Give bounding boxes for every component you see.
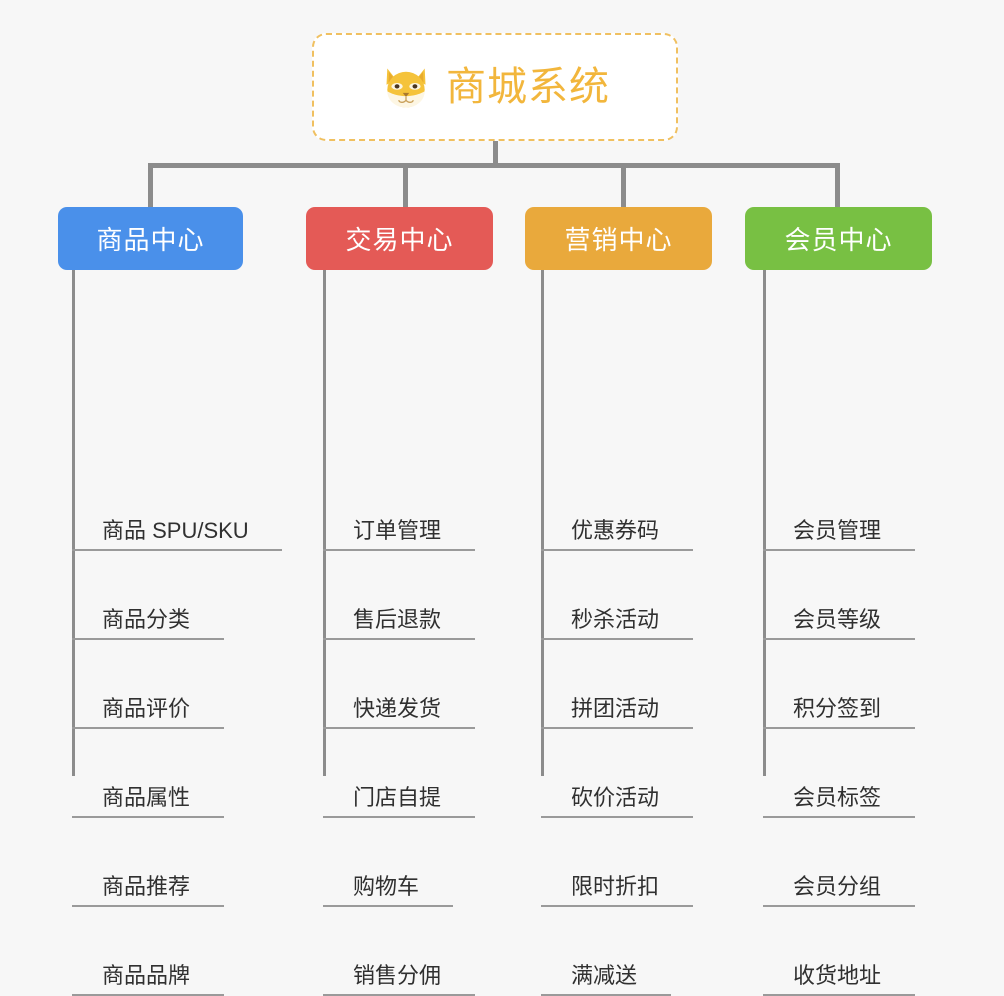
leaf-item[interactable]: 售后退款	[323, 596, 475, 640]
connector-trunk	[148, 163, 840, 168]
leaf-label: 快递发货	[353, 696, 442, 721]
branch-spine-2	[323, 270, 326, 776]
leaf-label: 购物车	[353, 874, 420, 899]
leaf-label: 满减送	[571, 963, 638, 988]
leaf-label: 商品评价	[102, 696, 191, 721]
leaf-label: 商品 SPU/SKU	[102, 518, 249, 543]
connector-drop-3	[621, 163, 626, 209]
leaf-item[interactable]: 快递发货	[323, 685, 475, 729]
leaf-item[interactable]: 会员标签	[763, 774, 915, 818]
leaf-item[interactable]: 商品评价	[72, 685, 224, 729]
leaf-label: 砍价活动	[571, 785, 660, 810]
branch-spine-3	[541, 270, 544, 776]
leaf-item[interactable]: 优惠券码	[541, 507, 693, 551]
leaf-item[interactable]: 砍价活动	[541, 774, 693, 818]
shiba-dog-face-icon	[380, 62, 432, 114]
leaf-label: 会员管理	[793, 518, 882, 543]
leaf-item[interactable]: 拼团活动	[541, 685, 693, 729]
leaf-item[interactable]: 商品属性	[72, 774, 224, 818]
leaf-label: 拼团活动	[571, 696, 660, 721]
leaf-item[interactable]: 商品分类	[72, 596, 224, 640]
leaf-item[interactable]: 限时折扣	[541, 863, 693, 907]
mindmap-canvas: 商城系统 商品中心 商品 SPU/SKU 商品分类 商品评价 商品属性 商品推荐…	[58, 33, 932, 996]
leaf-label: 会员等级	[793, 607, 882, 632]
leaf-item[interactable]: 会员等级	[763, 596, 915, 640]
leaf-label: 商品品牌	[102, 963, 191, 988]
leaf-item[interactable]: 收货地址	[763, 952, 915, 996]
leaf-label: 销售分佣	[353, 963, 442, 988]
connector-drop-2	[403, 163, 408, 209]
leaf-label: 商品推荐	[102, 874, 191, 899]
leaf-item[interactable]: 销售分佣	[323, 952, 475, 996]
leaf-item[interactable]: 订单管理	[323, 507, 475, 551]
connector-drop-1	[148, 163, 153, 209]
branch-spine-4	[763, 270, 766, 776]
leaf-label: 商品属性	[102, 785, 191, 810]
root-node[interactable]: 商城系统	[312, 33, 678, 141]
branch-label-2: 交易中心	[345, 225, 454, 255]
leaf-label: 订单管理	[353, 518, 442, 543]
leaf-label: 收货地址	[793, 963, 882, 988]
leaf-label: 商品分类	[102, 607, 191, 632]
leaf-label: 会员标签	[793, 785, 882, 810]
leaf-item[interactable]: 满减送	[541, 952, 671, 996]
leaf-label: 积分签到	[793, 696, 882, 721]
leaf-item[interactable]: 门店自提	[323, 774, 475, 818]
connector-drop-4	[835, 163, 840, 209]
branch-label-1: 商品中心	[96, 225, 205, 255]
leaf-label: 限时折扣	[571, 874, 660, 899]
leaf-item[interactable]: 商品品牌	[72, 952, 224, 996]
branch-header-1[interactable]: 商品中心	[58, 207, 243, 270]
leaf-item[interactable]: 商品 SPU/SKU	[72, 507, 282, 551]
branch-label-3: 营销中心	[564, 225, 673, 255]
leaf-item[interactable]: 积分签到	[763, 685, 915, 729]
branch-header-3[interactable]: 营销中心	[525, 207, 712, 270]
leaf-label: 售后退款	[353, 607, 442, 632]
leaf-item[interactable]: 会员分组	[763, 863, 915, 907]
leaf-item[interactable]: 会员管理	[763, 507, 915, 551]
leaf-label: 秒杀活动	[571, 607, 660, 632]
leaf-item[interactable]: 购物车	[323, 863, 453, 907]
root-title: 商城系统	[446, 65, 610, 109]
leaf-label: 会员分组	[793, 874, 882, 899]
leaf-label: 优惠券码	[571, 518, 660, 543]
leaf-item[interactable]: 商品推荐	[72, 863, 224, 907]
leaf-item[interactable]: 秒杀活动	[541, 596, 693, 640]
branch-header-4[interactable]: 会员中心	[745, 207, 932, 270]
branch-spine-1	[72, 270, 75, 776]
branch-header-2[interactable]: 交易中心	[306, 207, 493, 270]
connector-root-stem	[493, 141, 498, 165]
branch-label-4: 会员中心	[784, 225, 893, 255]
leaf-label: 门店自提	[353, 785, 442, 810]
